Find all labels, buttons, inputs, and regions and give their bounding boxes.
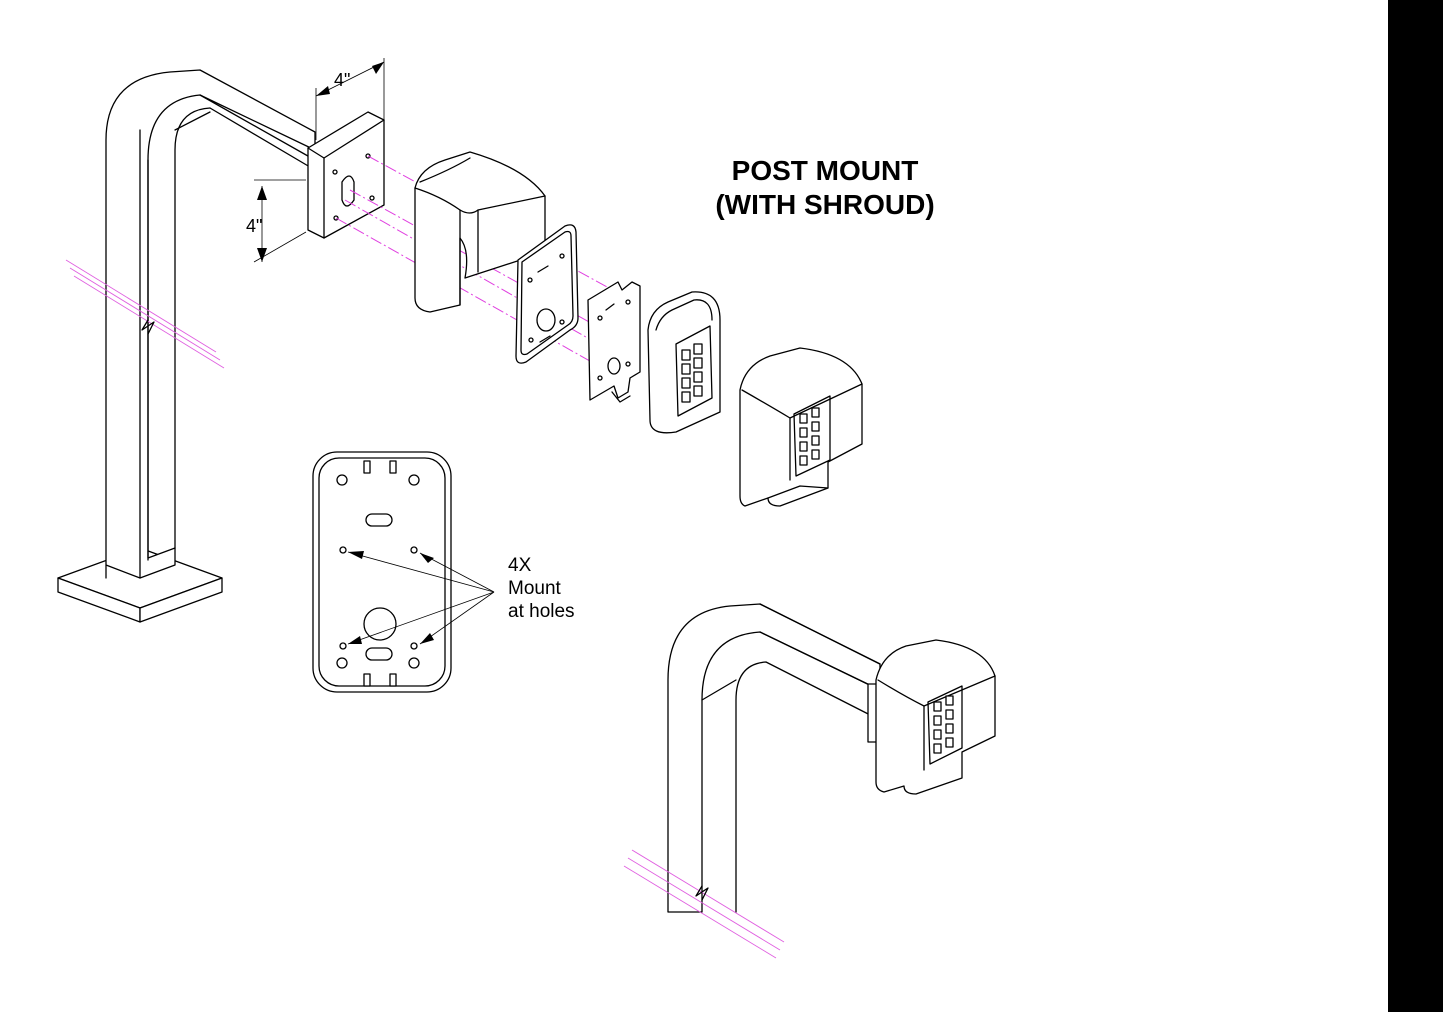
keypad-exploded <box>647 291 721 434</box>
right-edge-bar <box>1388 0 1443 1012</box>
drawing-title-line1: POST MOUNT <box>731 155 919 186</box>
post-break-symbol <box>65 259 225 369</box>
back-plate-exploded <box>587 281 641 403</box>
dimension-plate-width: 4" <box>315 58 385 140</box>
post-column <box>105 69 316 579</box>
dimension-width-label: 4" <box>334 70 350 90</box>
assembled-unit <box>739 347 863 507</box>
gooseneck-post-installed <box>623 603 996 959</box>
callout-line2: Mount <box>508 578 561 599</box>
drawing-title: POST MOUNT (WITH SHROUD) <box>680 154 970 222</box>
dimension-height-label: 4" <box>246 216 262 236</box>
installed-keypad-unit <box>867 639 996 795</box>
dimension-plate-height: 4" <box>246 179 307 263</box>
gooseneck-post-left <box>57 69 385 623</box>
keypad-buttons <box>681 343 703 403</box>
callout-line3: at holes <box>508 601 575 622</box>
post-mounting-plate <box>307 111 385 239</box>
callout-leaders <box>347 551 495 645</box>
installed-break-symbol <box>623 849 785 959</box>
mount-holes-callout: 4X Mount at holes <box>508 554 575 623</box>
callout-line1: 4X <box>508 555 532 576</box>
gasket-exploded <box>515 224 579 364</box>
back-plate-detail <box>312 451 452 693</box>
drawing-title-line2: (WITH SHROUD) <box>715 189 935 220</box>
